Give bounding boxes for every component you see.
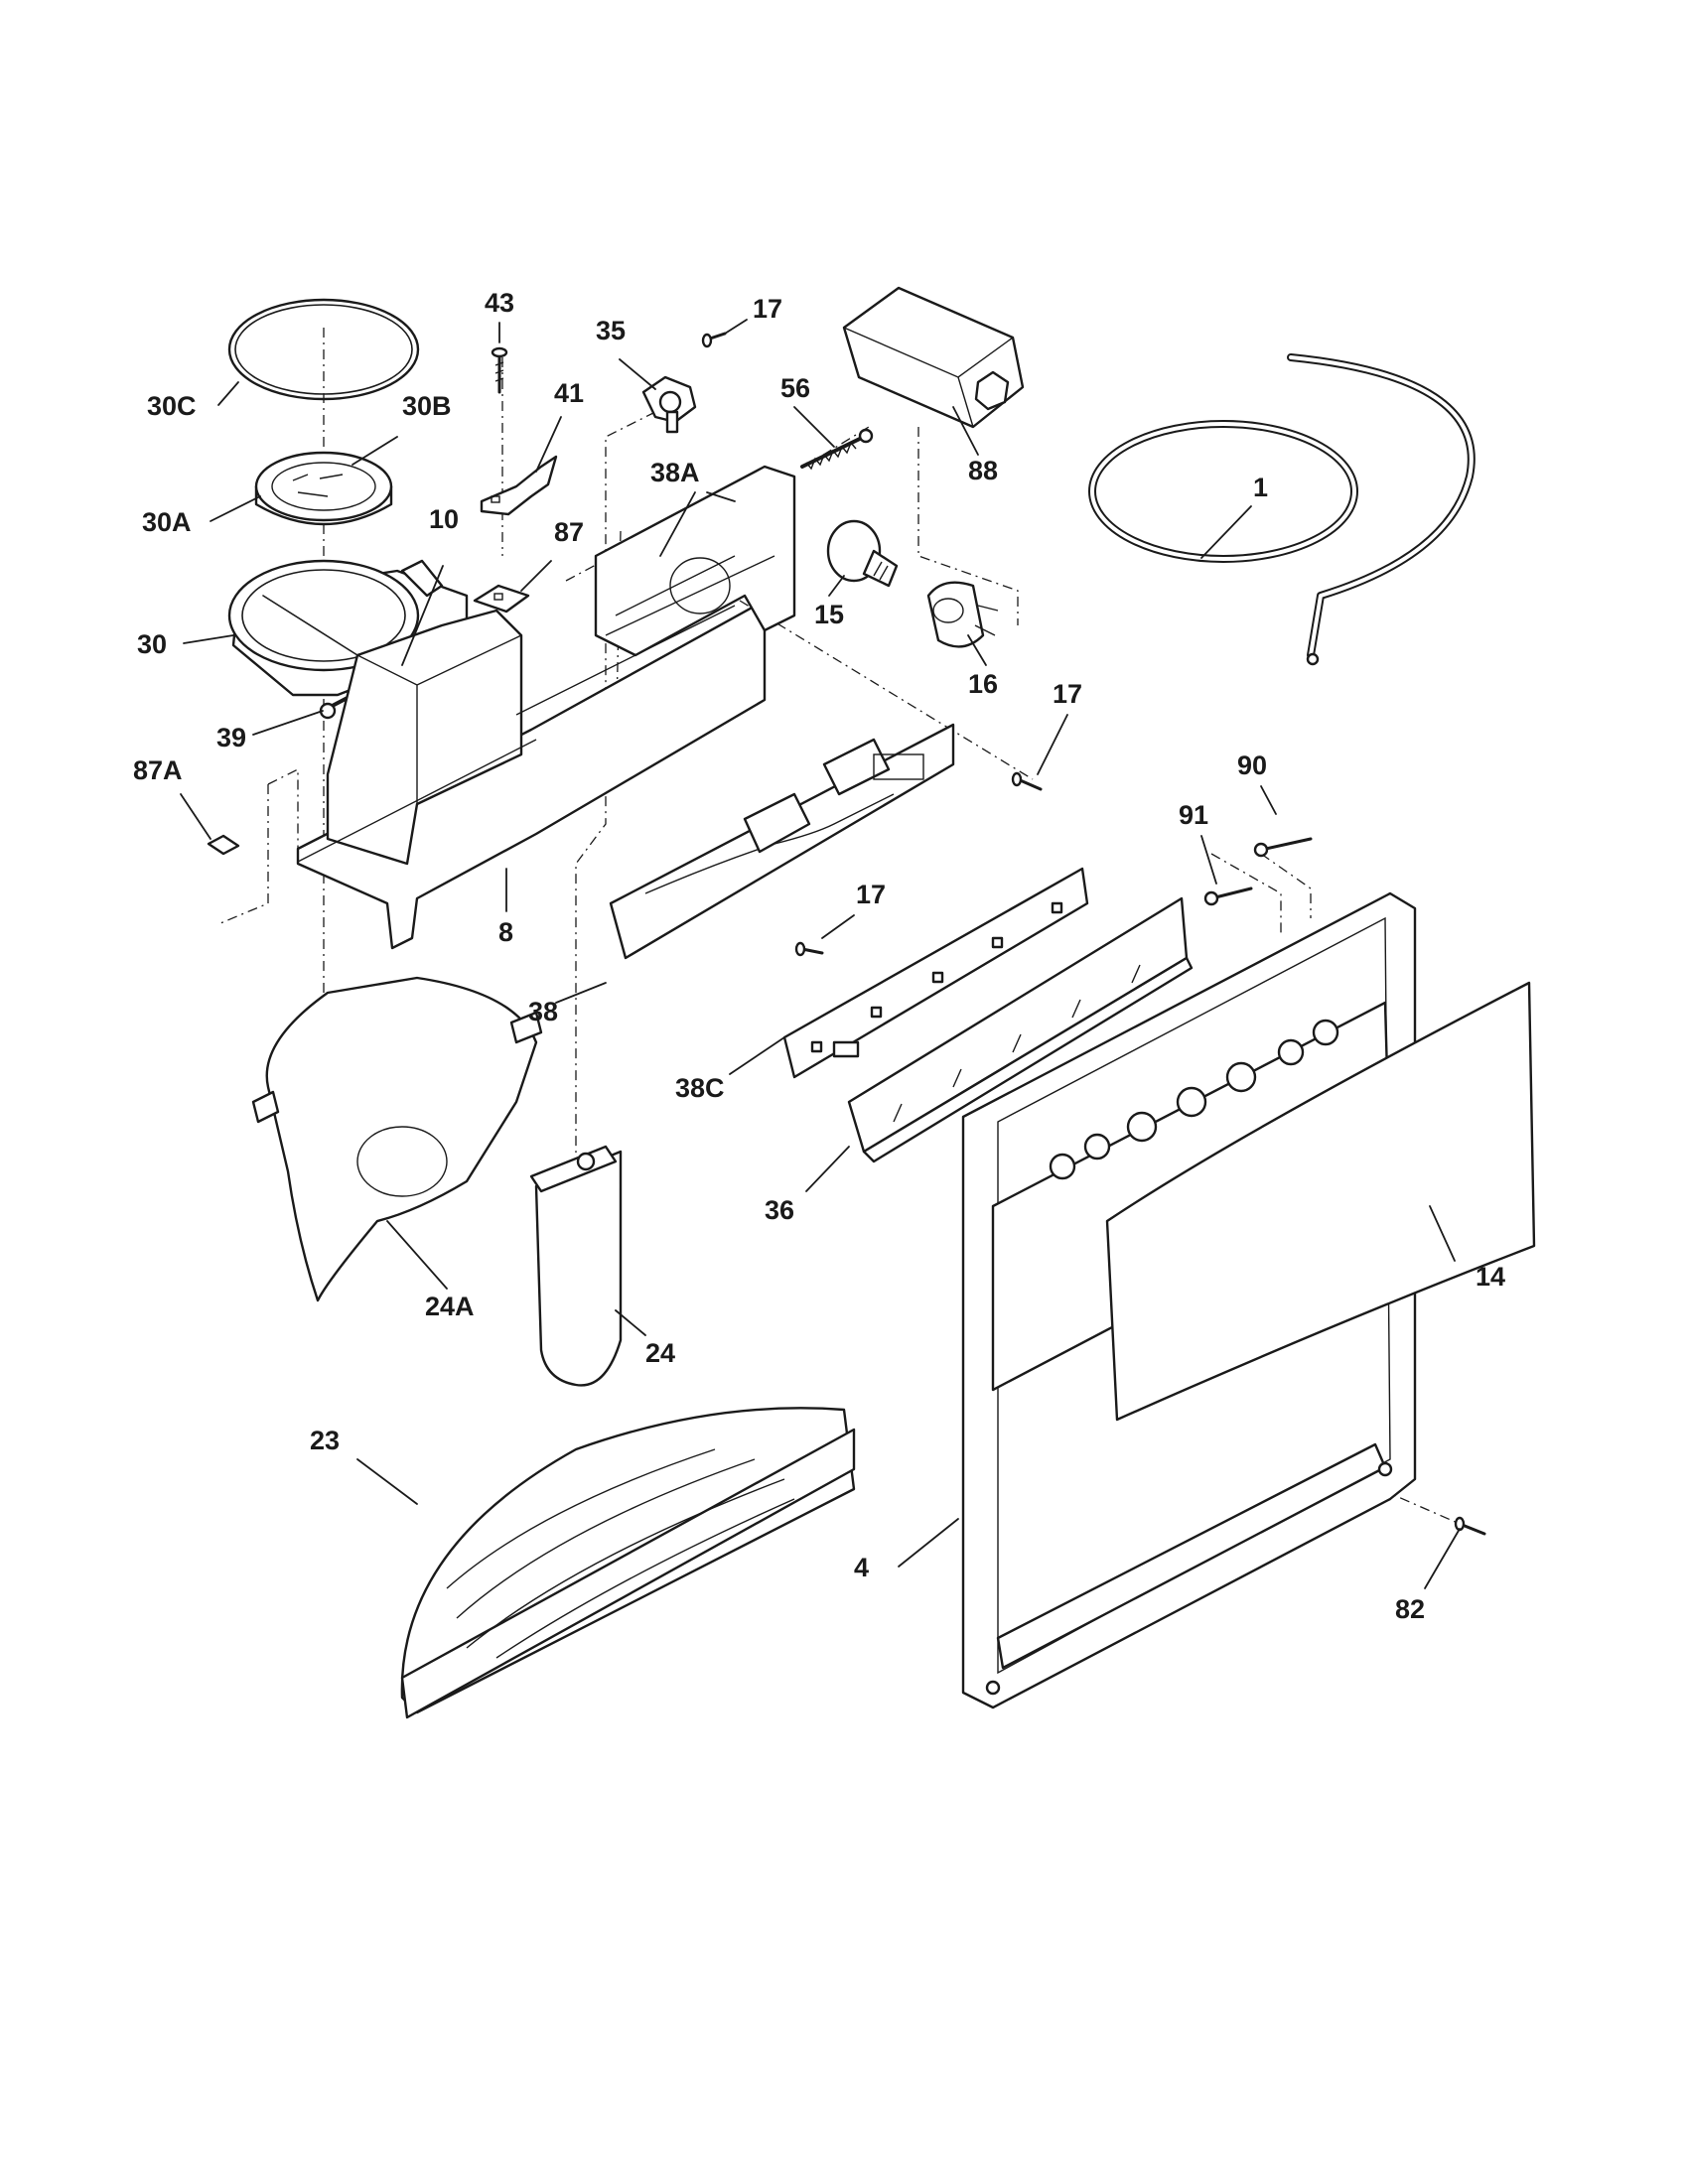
part-43-screw (491, 346, 508, 394)
callout-43: 43 (485, 288, 514, 318)
bezel-dials (1049, 1019, 1339, 1180)
part-17-screw-right (1011, 771, 1043, 791)
part-24a-funnel (251, 976, 543, 1302)
part-1-tubing (1088, 353, 1476, 666)
part-38c-board (782, 867, 1089, 1079)
callout-4: 4 (854, 1553, 869, 1582)
callout-87: 87 (554, 517, 584, 547)
callout-30a: 30A (142, 507, 192, 537)
callout-16: 16 (968, 669, 998, 699)
part-23-drip-tray (400, 1407, 856, 1719)
callout-90: 90 (1237, 751, 1267, 780)
callout-30b: 30B (402, 391, 452, 421)
callout-39: 39 (216, 723, 246, 752)
part-30a-cap (254, 451, 393, 526)
part-14-decal (1105, 981, 1536, 1422)
callout-30c: 30C (147, 391, 197, 421)
part-41-bracket (480, 455, 558, 516)
part-88-box (842, 286, 1025, 429)
part-90-91-pins (1203, 837, 1313, 906)
part-16-socket (926, 581, 999, 648)
callout-41: 41 (554, 378, 584, 408)
part-17-screw-top (701, 332, 727, 348)
tray-grill (446, 1448, 795, 1659)
callout-14: 14 (1476, 1262, 1505, 1292)
part-15-bulb (826, 519, 899, 588)
part-38-control-board (609, 723, 955, 960)
callout-91: 91 (1179, 800, 1208, 830)
callout-87a: 87A (133, 755, 183, 785)
part-87-clip (473, 584, 530, 614)
callout-30: 30 (137, 629, 167, 659)
callout-10: 10 (429, 504, 459, 534)
part-30-ring-frame (227, 559, 469, 697)
callout-24: 24 (645, 1338, 675, 1368)
part-36-switch-housing (847, 896, 1194, 1163)
part-82-screw (1454, 1516, 1486, 1536)
part-56-spring (800, 428, 874, 471)
callout-17-right: 17 (1053, 679, 1082, 709)
callout-36: 36 (765, 1195, 794, 1225)
callout-1: 1 (1253, 473, 1268, 502)
callout-17-top: 17 (753, 294, 782, 324)
callout-35: 35 (596, 316, 626, 345)
callout-8: 8 (498, 917, 513, 947)
callout-82: 82 (1395, 1594, 1425, 1624)
board-buttons (810, 901, 1063, 1058)
callout-labels: 30C 30B 30A 30 10 39 43 41 87 87A 35 17 … (133, 288, 1505, 1624)
callout-88: 88 (968, 456, 998, 485)
callout-23: 23 (310, 1426, 340, 1455)
callout-24a: 24A (425, 1292, 475, 1321)
callout-56: 56 (780, 373, 810, 403)
callout-38c: 38C (675, 1073, 725, 1103)
part-30c-gasket (227, 298, 420, 401)
callout-17-mid: 17 (856, 880, 886, 909)
callout-38a: 38A (650, 458, 700, 487)
callout-15: 15 (814, 600, 844, 629)
callout-38: 38 (528, 997, 558, 1026)
part-35-actuator (641, 375, 697, 434)
leader-lines (180, 319, 1461, 1589)
part-87a-clip (207, 834, 240, 856)
part-24-flap (529, 1145, 623, 1387)
part-8-housing (296, 465, 796, 950)
part-17-screw-mid (794, 941, 824, 957)
board-components (743, 738, 924, 854)
